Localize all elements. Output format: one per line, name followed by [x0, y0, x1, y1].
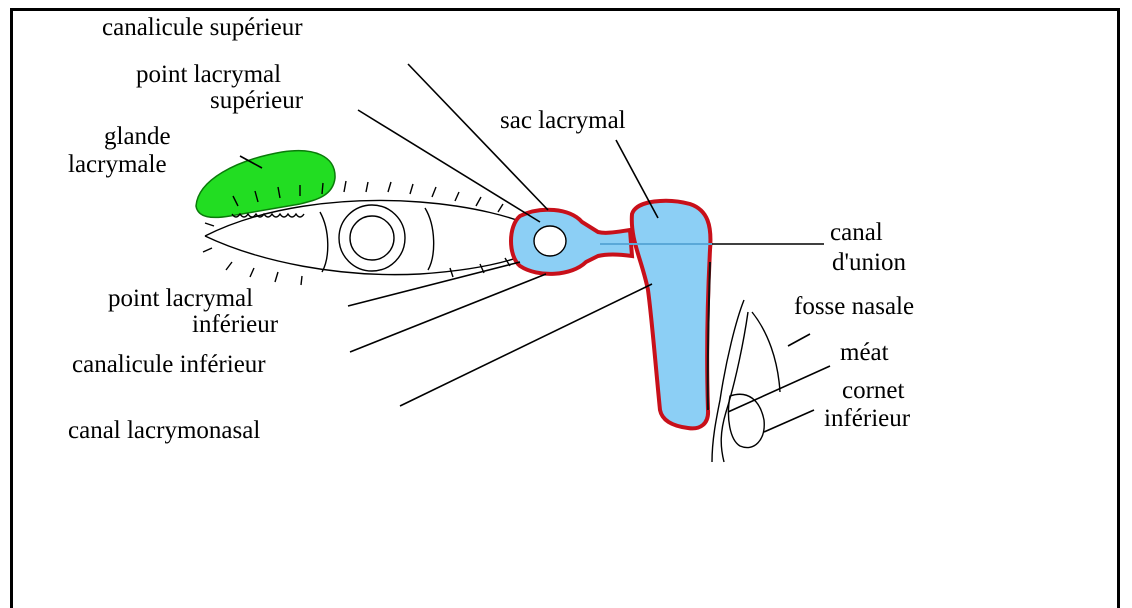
label-sac-lacrymal: sac lacrymal — [500, 107, 626, 134]
iris — [339, 205, 405, 271]
label-point-lacrymal-superieur-line2: supérieur — [210, 87, 304, 114]
leader-canalicule-inferieur — [350, 274, 546, 352]
lacrimal-gland — [196, 151, 335, 218]
eye-lid-crease-right — [425, 208, 434, 270]
eye-lid-crease — [320, 212, 328, 272]
label-glande-lacrymale-line2: lacrymale — [68, 151, 167, 178]
caruncle — [534, 226, 566, 256]
label-canal-union-line1: canal — [830, 219, 883, 246]
lacrimal-sac-and-canal — [632, 201, 711, 429]
lacrimal-gland-body — [196, 151, 335, 218]
nasal-structures — [712, 300, 780, 462]
leader-canalicule-superieur — [408, 64, 548, 210]
label-canal-lacrymonasal: canal lacrymonasal — [68, 417, 260, 444]
inferior-turbinate-shape — [728, 394, 764, 447]
iris-inner — [350, 216, 394, 260]
label-canalicule-superieur: canalicule supérieur — [102, 14, 303, 41]
nasal-septum-line — [712, 300, 744, 462]
label-meat: méat — [840, 339, 889, 366]
lacrimal-duct-system — [511, 201, 712, 429]
label-cornet-inferieur-line1: cornet — [842, 377, 905, 404]
labels: canalicule supérieur point lacrymal supé… — [68, 14, 914, 444]
label-point-lacrymal-superieur-line1: point lacrymal — [136, 61, 281, 88]
label-cornet-inferieur-line2: inférieur — [824, 405, 911, 432]
label-fosse-nasale: fosse nasale — [794, 293, 914, 320]
fossa-outline — [752, 312, 780, 392]
label-canal-union-line2: d'union — [832, 249, 906, 276]
leader-fosse-nasale — [788, 334, 810, 346]
leader-meat — [728, 366, 830, 412]
leader-canal-lacrymonasal — [400, 284, 652, 406]
canaliculi-ring — [511, 210, 632, 274]
leader-point-lacrymal-inferieur — [348, 262, 520, 306]
label-canalicule-inferieur: canalicule inférieur — [72, 351, 266, 378]
label-point-lacrymal-inferieur-line2: inférieur — [192, 311, 279, 338]
label-point-lacrymal-inferieur-line1: point lacrymal — [108, 285, 253, 312]
leader-cornet-inferieur — [764, 410, 814, 432]
label-glande-lacrymale-line1: glande — [104, 123, 171, 150]
